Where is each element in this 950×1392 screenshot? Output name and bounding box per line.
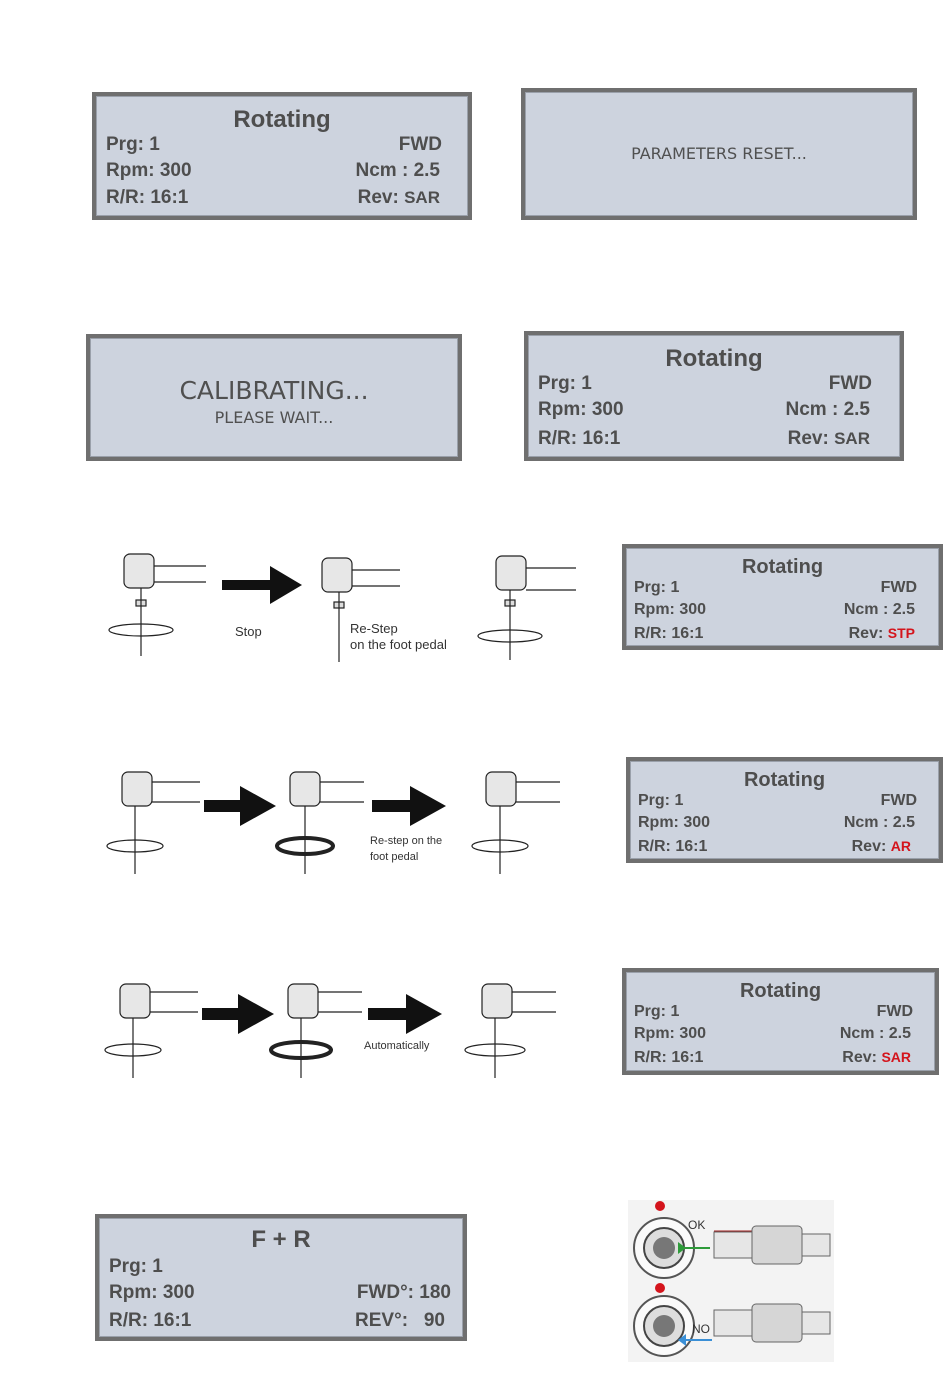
rpm-label: Rpm: 300 bbox=[538, 399, 624, 420]
ncm-value: 2.5 bbox=[892, 814, 915, 831]
stop-caption: Stop bbox=[235, 624, 262, 639]
rev-label: Rev: bbox=[851, 838, 887, 855]
program-label: Prg: 1 bbox=[634, 1003, 680, 1020]
ncm-value: 2.5 bbox=[892, 601, 915, 618]
lcd-screen-rotating-1: Rotating Prg: 1 FWD Rpm: 300 Ncm : 2.5 R… bbox=[92, 92, 472, 220]
program-label: Prg: 1 bbox=[106, 134, 160, 155]
rpm-label: Rpm: 300 bbox=[638, 814, 711, 831]
lcd-screen-f-plus-r: F + R Prg: 1 Rpm: 300 FWD°: 180 R/R: 16:… bbox=[95, 1214, 467, 1341]
screen-title: Rotating bbox=[743, 769, 826, 791]
screen-title: Rotating bbox=[741, 556, 824, 578]
ratio-label: R/R: 16:1 bbox=[106, 187, 189, 208]
rev-value: SAR bbox=[834, 429, 870, 448]
rpm-label: Rpm: 300 bbox=[106, 160, 192, 181]
ratio-label: R/R: 16:1 bbox=[634, 1049, 704, 1066]
rev-row: Rev: SAR bbox=[788, 428, 870, 450]
rev-angle-label: REV°: 90 bbox=[355, 1310, 445, 1331]
reset-message: PARAMETERS RESET... bbox=[631, 144, 807, 163]
lcd-screen-rotating-stp: Rotating Prg: 1 FWD Rpm: 300 Ncm : 2.5 R… bbox=[622, 544, 943, 650]
calibrating-message: CALIBRATING... bbox=[179, 376, 369, 405]
program-label: Prg: 1 bbox=[109, 1256, 163, 1277]
rev-label: Rev: bbox=[842, 1049, 877, 1066]
ncm-label: Ncm : bbox=[355, 160, 409, 181]
rev-value: SAR bbox=[404, 188, 440, 207]
rev-row: Rev: STP bbox=[849, 625, 915, 643]
screen-title: F + R bbox=[251, 1226, 311, 1253]
ncm-label: Ncm : bbox=[785, 399, 839, 420]
ncm-label: Ncm : bbox=[843, 601, 889, 618]
direction-label: FWD bbox=[880, 792, 917, 809]
connector-illustration bbox=[628, 1200, 834, 1362]
ncm-label: Ncm : bbox=[843, 814, 889, 831]
fwd-angle-label: FWD°: 180 bbox=[356, 1282, 451, 1303]
direction-label: FWD bbox=[876, 1003, 913, 1020]
ncm-value: 2.5 bbox=[843, 399, 870, 420]
rpm-label: Rpm: 300 bbox=[109, 1282, 195, 1303]
screen-title: Rotating bbox=[739, 980, 822, 1002]
rev-value-highlight: STP bbox=[887, 625, 915, 641]
rev-label: Rev: bbox=[787, 428, 829, 449]
ncm-row: Ncm : 2.5 bbox=[844, 601, 915, 619]
ncm-row: Ncm : 2.5 bbox=[356, 160, 441, 182]
rev-value-highlight: AR bbox=[890, 838, 911, 854]
ncm-row: Ncm : 2.5 bbox=[840, 1025, 911, 1043]
ncm-row: Ncm : 2.5 bbox=[844, 814, 915, 832]
ratio-label: R/R: 16:1 bbox=[109, 1310, 192, 1331]
screen-title: Rotating bbox=[665, 345, 763, 372]
handpiece-sequence-illustration bbox=[106, 771, 560, 874]
program-label: Prg: 1 bbox=[634, 579, 680, 596]
direction-label: FWD bbox=[828, 373, 872, 394]
no-label: NO bbox=[692, 1322, 710, 1336]
restep-caption-2: on the foot pedal bbox=[350, 637, 447, 652]
lcd-screen-parameters-reset: PARAMETERS RESET... bbox=[521, 88, 917, 220]
rev-row: Rev: SAR bbox=[358, 187, 440, 209]
rev-label: Rev: bbox=[848, 625, 884, 642]
stop-restep-diagram: Stop Re-Step on the foot pedal bbox=[100, 540, 590, 675]
handpiece-sequence-illustration bbox=[108, 553, 576, 662]
ratio-label: R/R: 16:1 bbox=[638, 838, 708, 855]
program-label: Prg: 1 bbox=[638, 792, 684, 809]
please-wait-message: PLEASE WAIT... bbox=[214, 408, 334, 427]
lcd-screen-rotating-ar: Rotating Prg: 1 FWD Rpm: 300 Ncm : 2.5 R… bbox=[626, 757, 943, 863]
ncm-value: 2.5 bbox=[888, 1025, 911, 1042]
ratio-label: R/R: 16:1 bbox=[634, 625, 704, 642]
screen-title: Rotating bbox=[233, 106, 331, 133]
ok-label: OK bbox=[688, 1218, 706, 1232]
restep-caption: Re-step on the bbox=[370, 835, 443, 847]
restep-caption-2: foot pedal bbox=[370, 851, 419, 863]
rev-value-highlight: SAR bbox=[881, 1049, 911, 1065]
restep-caption: Re-Step bbox=[350, 621, 398, 636]
lcd-screen-calibrating: CALIBRATING... PLEASE WAIT... bbox=[86, 334, 462, 461]
handpiece-sequence-illustration bbox=[104, 983, 556, 1078]
restep-ar-diagram: Re-step on the foot pedal bbox=[100, 762, 570, 882]
lcd-screen-rotating-sar: Rotating Prg: 1 FWD Rpm: 300 Ncm : 2.5 R… bbox=[622, 968, 939, 1075]
direction-label: FWD bbox=[398, 134, 442, 155]
ncm-label: Ncm : bbox=[839, 1025, 885, 1042]
rev-label: Rev: bbox=[357, 187, 399, 208]
ncm-row: Ncm : 2.5 bbox=[786, 399, 871, 421]
program-label: Prg: 1 bbox=[538, 373, 592, 394]
lcd-screen-rotating-2: Rotating Prg: 1 FWD Rpm: 300 Ncm : 2.5 R… bbox=[524, 331, 904, 461]
ratio-label: R/R: 16:1 bbox=[538, 428, 621, 449]
rpm-label: Rpm: 300 bbox=[634, 1025, 707, 1042]
rpm-label: Rpm: 300 bbox=[634, 601, 707, 618]
rev-row: Rev: SAR bbox=[842, 1049, 911, 1067]
ncm-value: 2.5 bbox=[413, 160, 440, 181]
rev-row: Rev: AR bbox=[852, 838, 911, 856]
automatic-sar-diagram: Automatically bbox=[96, 974, 570, 1084]
connector-orientation-diagram: OK NO bbox=[628, 1196, 838, 1366]
direction-label: FWD bbox=[880, 579, 917, 596]
automatically-caption: Automatically bbox=[364, 1040, 430, 1052]
